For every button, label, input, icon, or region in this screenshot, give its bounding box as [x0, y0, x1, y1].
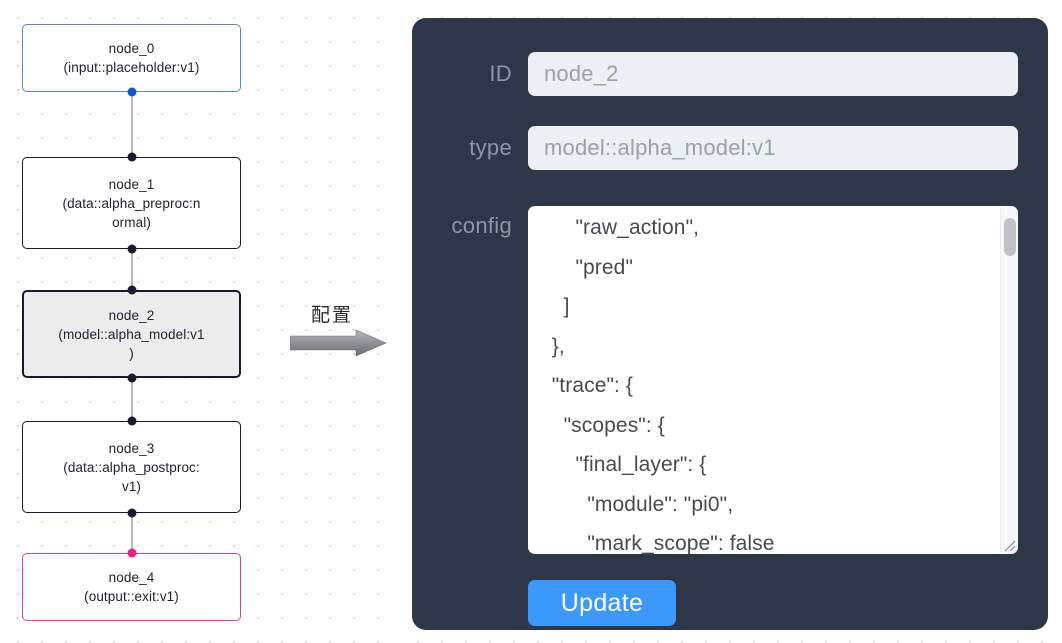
transition-arrow-group: 配置: [290, 300, 400, 360]
config-textarea[interactable]: "raw_action", "pred" ] }, "trace": { "sc…: [551, 216, 775, 554]
graph-node-node_1[interactable]: node_1 (data::alpha_preproc:n ormal): [22, 157, 241, 249]
node-handle-source[interactable]: [127, 373, 136, 383]
graph-node-label: node_1 (data::alpha_preproc:n ormal): [62, 176, 201, 230]
config-scrollbar-thumb[interactable]: [1004, 218, 1016, 256]
graph-node-label: node_3 (data::alpha_postproc: v1): [63, 440, 200, 494]
type-label: type: [469, 135, 512, 160]
node-handle-target[interactable]: [127, 416, 136, 426]
node-handle-source[interactable]: [127, 244, 136, 254]
id-input[interactable]: [528, 52, 1018, 96]
graph-node-label: node_4 (output::exit:v1): [84, 570, 179, 604]
graph-edge[interactable]: [130, 249, 133, 290]
field-row-type: type: [412, 126, 1048, 170]
arrow-right-icon: [290, 330, 387, 357]
type-input[interactable]: [528, 126, 1018, 170]
node-handle-source[interactable]: [127, 508, 136, 518]
graph-node-node_4[interactable]: node_4 (output::exit:v1): [22, 553, 241, 621]
graph-layer: node_0 (input::placeholder:v1)node_1 (da…: [0, 0, 400, 643]
node-handle-target[interactable]: [127, 548, 136, 558]
field-row-config: config "raw_action", "pred" ] }, "trace"…: [412, 206, 1048, 554]
graph-edge[interactable]: [130, 378, 133, 421]
node-handle-target[interactable]: [127, 285, 136, 295]
graph-edge[interactable]: [130, 513, 133, 553]
id-label: ID: [489, 61, 512, 86]
update-button[interactable]: Update: [528, 580, 676, 626]
resize-grip-icon[interactable]: [1002, 538, 1016, 552]
node-handle-source[interactable]: [127, 87, 136, 97]
config-scrollbar-track[interactable]: [1000, 206, 1018, 554]
node-handle-target[interactable]: [127, 152, 136, 162]
arrow-label: 配置: [310, 305, 353, 326]
field-row-id: ID: [412, 52, 1048, 96]
graph-node-node_0[interactable]: node_0 (input::placeholder:v1): [22, 24, 241, 92]
config-textarea-wrapper[interactable]: "raw_action", "pred" ] }, "trace": { "sc…: [528, 206, 1018, 554]
graph-node-label: node_0 (input::placeholder:v1): [63, 41, 200, 75]
config-label: config: [451, 213, 512, 238]
config-panel: ID type config "raw_action", "pred" ] },…: [412, 18, 1048, 630]
graph-node-label: node_2 (model::alpha_model:v1 ): [58, 307, 205, 361]
graph-node-node_2[interactable]: node_2 (model::alpha_model:v1 ): [22, 290, 241, 378]
graph-node-node_3[interactable]: node_3 (data::alpha_postproc: v1): [22, 421, 241, 513]
graph-edge[interactable]: [130, 92, 133, 157]
